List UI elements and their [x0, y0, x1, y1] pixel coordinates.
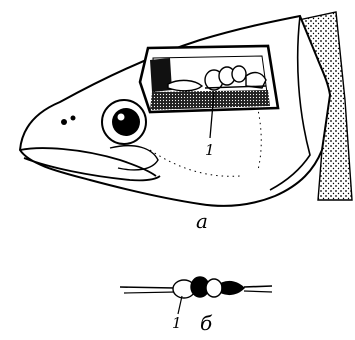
nostril-icon: [61, 119, 67, 125]
nostril-icon: [71, 116, 76, 121]
panel-a-fish-head: 1 а: [20, 12, 352, 233]
callout-number-a: 1: [205, 141, 215, 159]
spinal-cord: [244, 286, 272, 287]
spinal-cord: [244, 291, 272, 292]
olfactory-tract: [124, 292, 176, 293]
panel-label-a: а: [196, 209, 208, 233]
eye: [102, 100, 146, 144]
callout-number-b: 1: [172, 314, 182, 332]
callout-line-b: [178, 296, 182, 314]
panel-b-brain: 1 б: [120, 277, 272, 335]
cranial-window: [140, 46, 278, 112]
olfactory-tract: [120, 287, 175, 288]
panel-label-b: б: [200, 311, 213, 335]
brain-dorsal-view: [173, 277, 244, 298]
